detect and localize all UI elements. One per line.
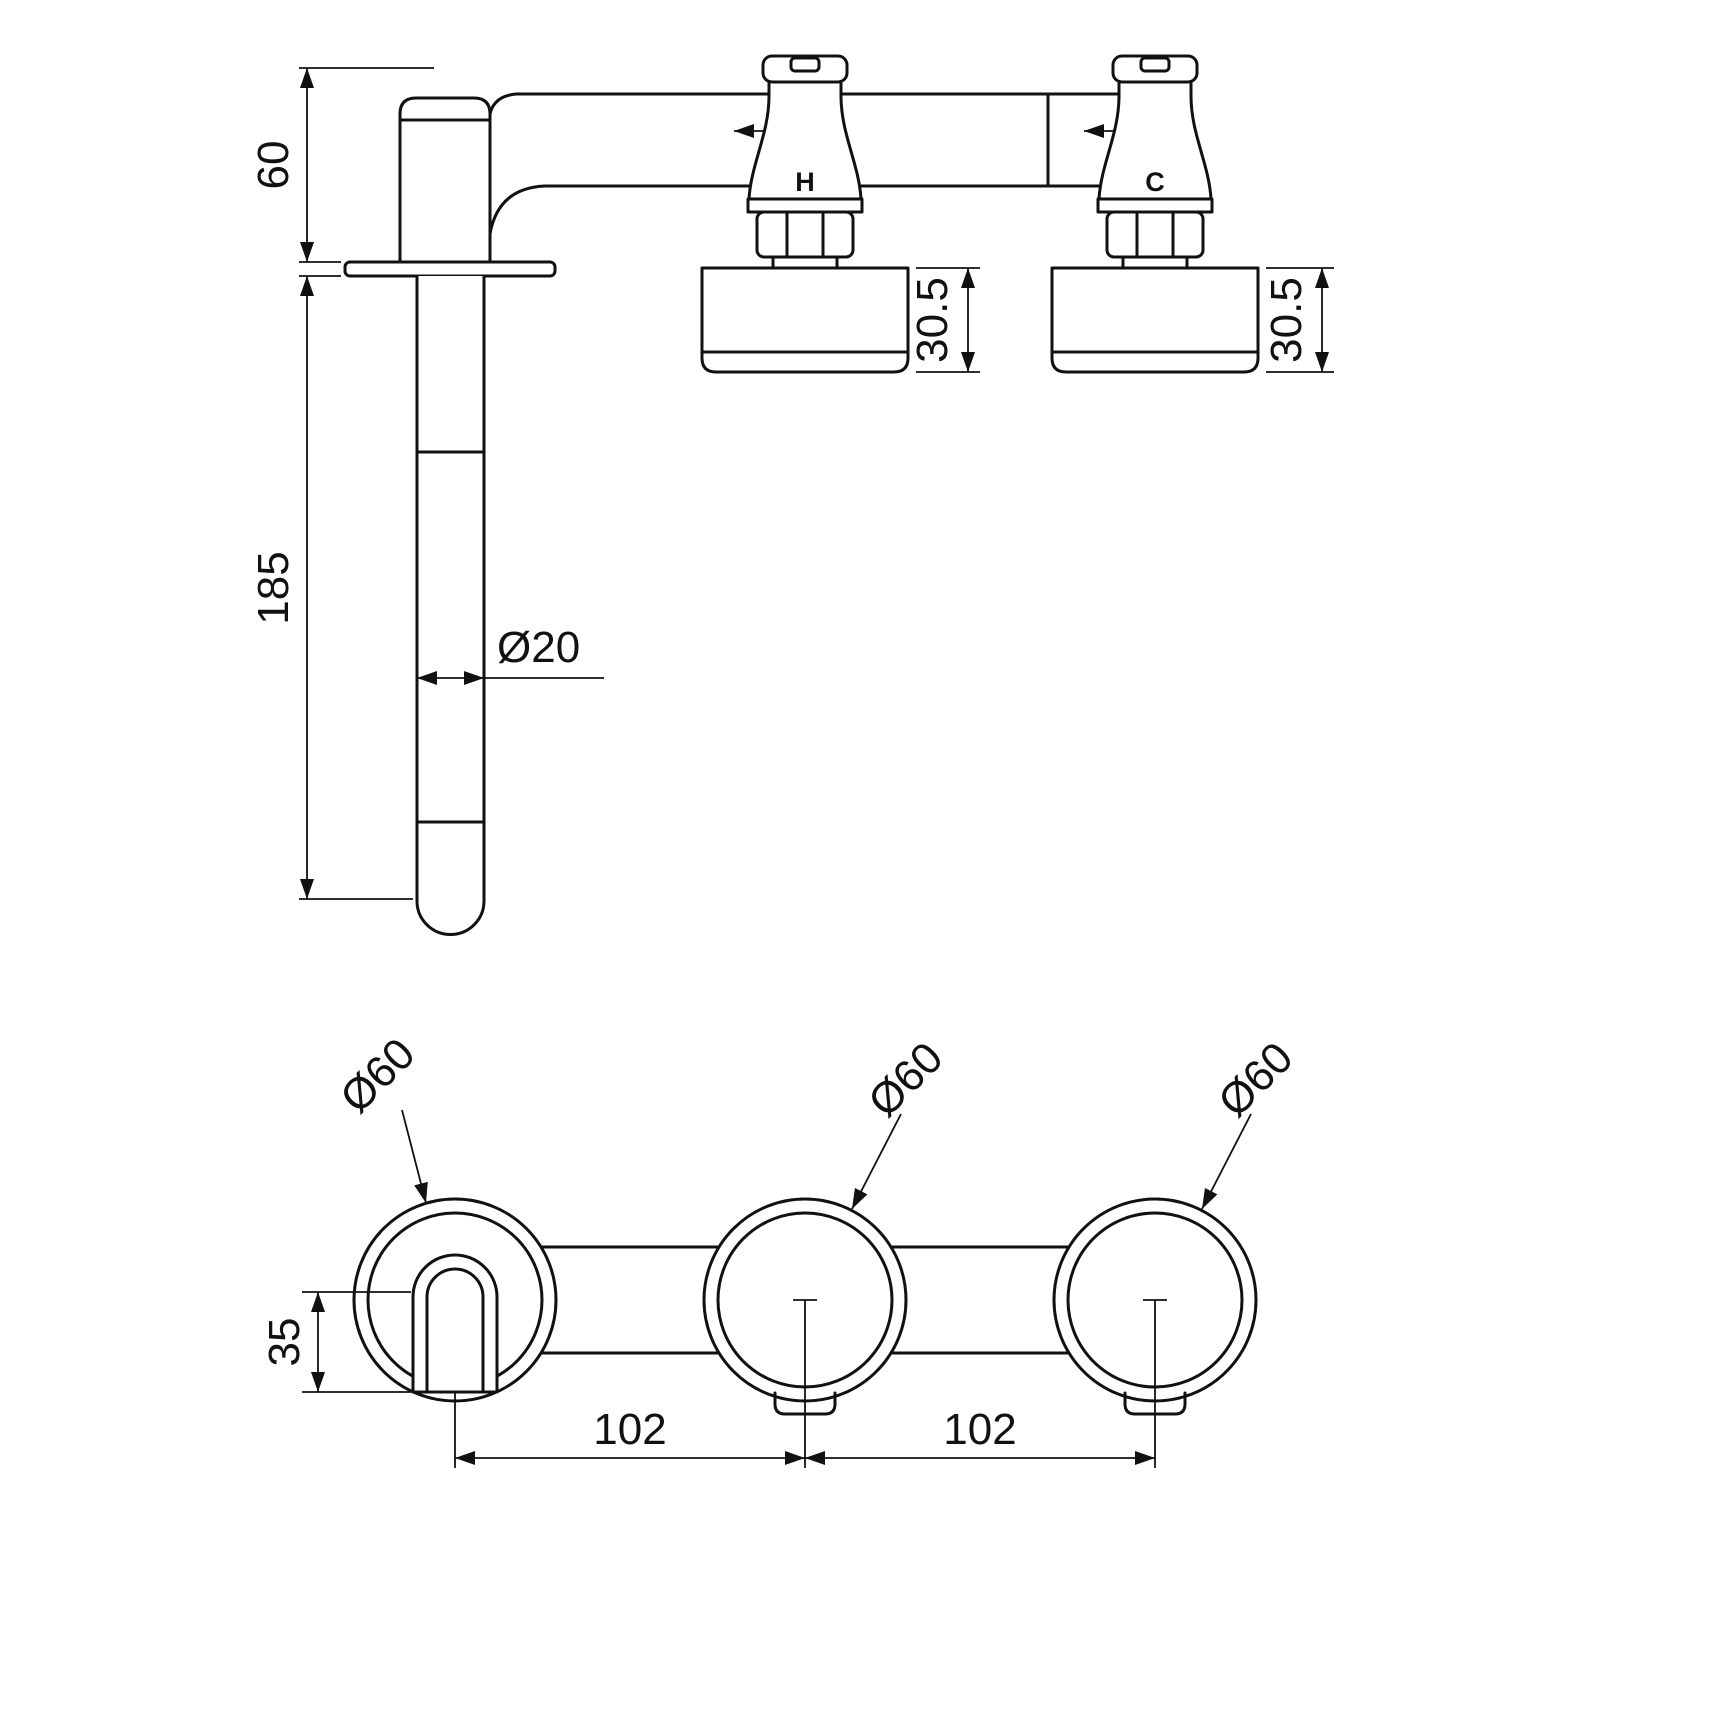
- dim-spout-height-label: 60: [249, 141, 298, 190]
- hot-escutcheon: [700, 266, 910, 374]
- spout-body: [398, 96, 492, 264]
- hot-handle-label: H: [795, 167, 815, 197]
- cold-escutcheon: [1050, 266, 1260, 374]
- dim-hot-to-cold-label: 102: [943, 1405, 1016, 1454]
- cold-valve-assembly: C: [1050, 54, 1260, 374]
- dim-spout-flange-label: Ø60: [331, 1029, 424, 1122]
- dim-spout-to-hot-label: 102: [593, 1405, 666, 1454]
- hot-collar: [771, 255, 839, 270]
- side-view: H C 60 185: [249, 54, 1334, 936]
- cold-base-flange: [1096, 197, 1214, 214]
- dim-hot-to-cold-spacing: 102: [805, 1405, 1155, 1465]
- spout-arm-top-line: [488, 92, 792, 116]
- dim-cold-trim-depth-label: 30.5: [1262, 277, 1311, 363]
- spout-assembly: [343, 96, 557, 936]
- dim-spout-flange-diameter: Ø60: [331, 1029, 428, 1204]
- dim-spout-to-hot-spacing: 102: [455, 1405, 805, 1465]
- dim-spout-height: 60: [249, 67, 434, 263]
- hot-valve-assembly: H: [700, 54, 910, 374]
- supply-pipes: [488, 92, 1142, 236]
- leader-line: [851, 1113, 902, 1210]
- spout-wall-flange: [343, 260, 557, 278]
- spout-drop-pipe: [415, 274, 486, 936]
- dim-hot-trim-depth: 30.5: [908, 267, 980, 373]
- cold-handle-cap-notch: [1139, 56, 1171, 73]
- cold-collar: [1121, 255, 1189, 270]
- hot-handle-top-cap: [761, 54, 849, 84]
- cold-hex-nut: [1105, 210, 1205, 259]
- spout-arm-bottom-line: [488, 184, 792, 236]
- dim-spout-outlet-drop-label: 35: [260, 1318, 309, 1367]
- cold-handle-top-cap: [1111, 54, 1199, 84]
- leader-line: [401, 1109, 428, 1204]
- dim-spout-drop-length: 185: [249, 275, 413, 900]
- cold-handle-label: C: [1145, 167, 1165, 197]
- dim-cold-flange-diameter: Ø60: [1201, 1033, 1302, 1210]
- dim-spout-drop-label: 185: [249, 551, 298, 624]
- dim-spout-outlet-drop: 35: [260, 1291, 411, 1393]
- dim-spout-pipe-diameter: Ø20: [417, 623, 604, 685]
- dim-cold-flange-label: Ø60: [1209, 1033, 1302, 1126]
- spout-tube-inner-arch: [425, 1267, 485, 1394]
- dim-hot-trim-depth-label: 30.5: [908, 277, 957, 363]
- hot-hex-nut: [755, 210, 855, 259]
- hot-base-flange: [746, 197, 864, 214]
- spout-tube-outer-arch: [411, 1253, 499, 1394]
- hot-handle-cap-notch: [789, 56, 821, 73]
- dim-pipe-diameter-label: Ø20: [497, 623, 580, 672]
- leader-line: [1201, 1113, 1252, 1210]
- dim-cold-trim-depth: 30.5: [1262, 267, 1334, 373]
- dim-hot-flange-diameter: Ø60: [851, 1033, 952, 1210]
- dim-hot-flange-label: Ø60: [859, 1033, 952, 1126]
- front-view: 35 102 102 Ø60 Ø60 Ø60: [260, 1029, 1302, 1468]
